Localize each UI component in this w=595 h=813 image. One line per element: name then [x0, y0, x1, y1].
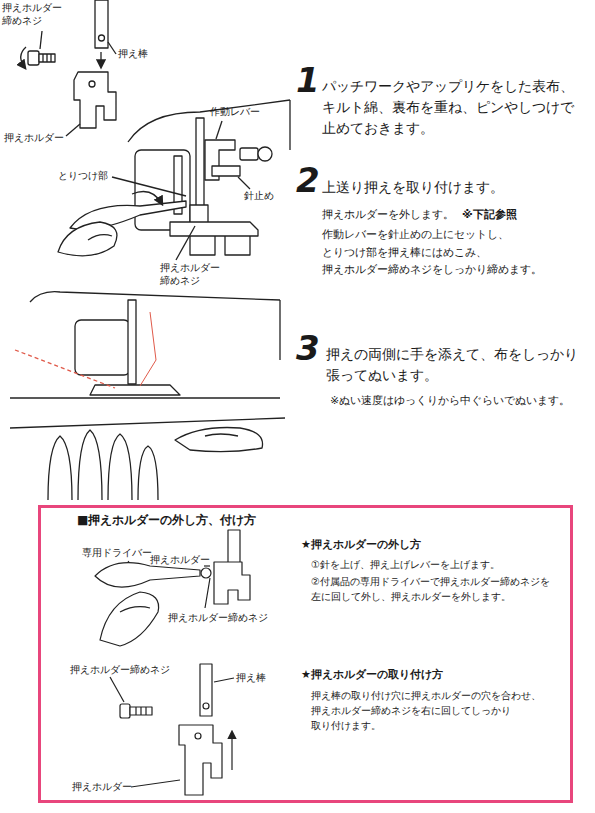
- reference-note: ※下記参照: [462, 208, 517, 222]
- part-label: 作動レバー: [210, 106, 260, 118]
- instruction-frame: ■押えホルダーの外し方、付け方 ★押えホルダーの外し方 ①針を上げ、押え上げレバーを…: [38, 505, 573, 803]
- part-label: 押えホルダー: [4, 132, 64, 144]
- part-label: 専用ドライバー: [82, 547, 152, 558]
- part-label: 針止め: [244, 190, 274, 202]
- part-label: 押えホルダー締めネジ: [70, 664, 170, 675]
- box-heading: ■押えホルダーの外し方、付け方: [77, 513, 256, 529]
- part-label: 押え棒: [236, 672, 266, 683]
- instruction-text: 押え棒の取り付け穴に押えホルダーの穴を合わせ、 押えホルダー締めネジを右に回して…: [311, 688, 557, 733]
- step-number: 2: [296, 162, 320, 199]
- step-text: 押えホルダーを外します。: [322, 208, 454, 222]
- instruction-text: ②付属品の専用ドライバーで押えホルダー締めネジを 左に回して外し、押えホルダーを…: [311, 574, 563, 604]
- step-number: 3: [296, 330, 320, 367]
- step-text: 作動レバーを針止めの上にセットし、 とりつけ部を押え棒にはめこみ、 押えホルダー…: [322, 226, 554, 279]
- step-text: パッチワークやアップリケをした表布、 キルト綿、裏布を重ね、ピンやしつけで 止め…: [322, 76, 584, 139]
- part-label: 押えホルダー: [150, 554, 210, 565]
- section-heading: ★押えホルダーの取り付け方: [301, 668, 443, 682]
- section-heading: ★押えホルダーの外し方: [301, 538, 421, 552]
- part-label: 押えホルダー締めネジ: [168, 612, 268, 623]
- part-label: 押えホルダー 締めネジ: [160, 262, 232, 287]
- part-label: とりつけ部: [58, 170, 108, 182]
- step-number: 1: [296, 62, 320, 99]
- step-heading: 上送り押えを取り付けます。: [322, 178, 504, 196]
- instruction-text: ①針を上げ、押え上げレバーを上げます。: [311, 558, 500, 572]
- note: ※ぬい速度はゆっくりから中ぐらいでぬいます。: [330, 394, 570, 408]
- part-label: 押えホルダー: [72, 781, 132, 792]
- step-text: 押えの両側に手を添えて、布をしっかり 張ってぬいます。: [326, 344, 584, 386]
- part-label: 押えホルダー 締めネジ: [2, 2, 74, 27]
- part-label: 押え棒: [118, 48, 148, 60]
